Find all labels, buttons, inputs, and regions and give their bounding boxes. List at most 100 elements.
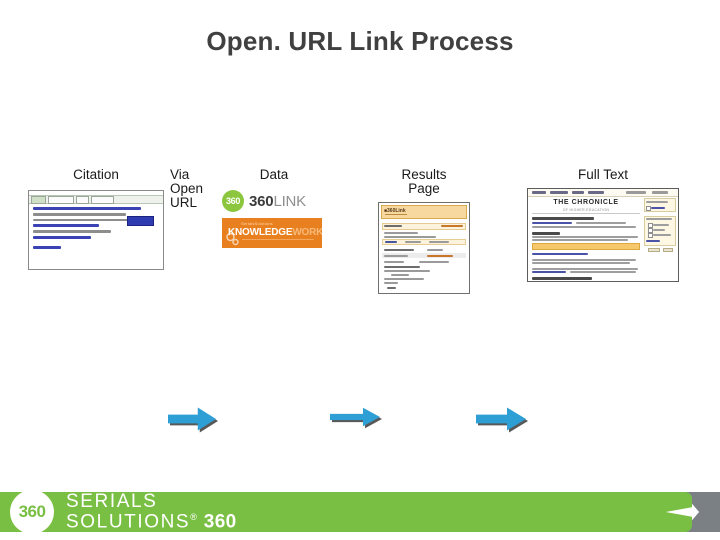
flow-step-data: Data 360 360LINK SerialsSolutions KNOWLE… bbox=[222, 167, 326, 249]
results-text-line bbox=[384, 270, 430, 273]
arrow-body bbox=[330, 407, 380, 427]
full-text-sidebar-checkbox[interactable] bbox=[648, 233, 653, 239]
gears-icon bbox=[226, 232, 239, 246]
citation-link-line bbox=[33, 224, 99, 228]
results-text-line bbox=[427, 249, 443, 252]
full-text-sidebar-checkbox[interactable] bbox=[648, 228, 653, 234]
full-text-sidebar bbox=[644, 198, 676, 255]
footer-brand-bar: 360 SERIALS SOLUTIONS® 360 bbox=[0, 484, 720, 540]
citation-body bbox=[33, 207, 159, 252]
data-logo-group: 360 360LINK SerialsSolutions KNOWLEDGEWO… bbox=[222, 190, 326, 249]
citation-toolbar-tab bbox=[31, 195, 46, 204]
results-text-line bbox=[387, 287, 396, 290]
citation-toolbar-tab bbox=[91, 195, 114, 204]
flow-arrow-results-to-fulltext bbox=[476, 406, 528, 433]
full-text-sidebar-checkbox[interactable] bbox=[648, 223, 653, 229]
knowledgeworks-wordmark: KNOWLEDGEWORKS bbox=[228, 227, 322, 238]
page-title: Open. URL Link Process bbox=[206, 26, 514, 56]
registered-mark-icon: ® bbox=[190, 511, 197, 522]
full-text-sidebar-line bbox=[653, 234, 671, 237]
arrow-body bbox=[168, 407, 216, 431]
full-text-sidebar-button[interactable] bbox=[663, 248, 673, 253]
knowledgeworks-word-bold: KNOWLEDGE bbox=[228, 227, 293, 239]
citation-link-line bbox=[33, 207, 142, 211]
full-text-sidebar-line bbox=[653, 224, 669, 227]
results-text-line bbox=[427, 254, 453, 257]
flow-step-results-page: Results Page ■360Link bbox=[378, 167, 470, 295]
results-page-screenshot-thumbnail[interactable]: ■360Link bbox=[378, 202, 470, 295]
citation-screenshot-thumbnail[interactable] bbox=[28, 190, 164, 271]
results-text-line bbox=[384, 232, 418, 235]
citation-text-line bbox=[33, 230, 112, 233]
results-text-line bbox=[419, 261, 449, 264]
full-text-screenshot-thumbnail[interactable]: THE CHRONICLE OF HIGHER EDUCATION bbox=[527, 188, 679, 283]
full-text-sidebar-link bbox=[646, 240, 660, 243]
full-text-divider bbox=[532, 213, 640, 215]
flow-step-full-text-label: Full Text bbox=[577, 167, 629, 182]
citation-toolbar-tab bbox=[48, 195, 74, 204]
full-text-nav-item bbox=[572, 191, 584, 195]
full-text-body-line bbox=[570, 271, 636, 274]
results-page-logo-underline bbox=[385, 214, 407, 216]
via-openurl-line-3: URL bbox=[170, 195, 198, 211]
footer-360-suffix: 360 bbox=[203, 511, 237, 533]
full-text-nav-item bbox=[626, 191, 646, 195]
full-text-masthead-subtitle: OF HIGHER EDUCATION bbox=[562, 208, 610, 213]
results-link-line bbox=[385, 241, 397, 244]
full-text-body-line bbox=[532, 259, 636, 262]
full-text-body-line bbox=[576, 222, 626, 225]
footer-wordmark-line-2: SOLUTIONS® 360 bbox=[66, 510, 237, 533]
flow-step-via-openurl-label: Via Open URL bbox=[170, 167, 220, 211]
full-text-link-line bbox=[532, 253, 588, 256]
knowledgeworks-banner[interactable]: SerialsSolutions KNOWLEDGEWORKS bbox=[222, 218, 322, 249]
results-row-shade bbox=[382, 253, 466, 259]
full-text-sidebar-button[interactable] bbox=[648, 248, 660, 253]
results-page-header-bar: ■360Link bbox=[381, 205, 467, 220]
360-circle-icon: 360 bbox=[10, 490, 54, 534]
full-text-sidebar-link bbox=[651, 207, 665, 210]
citation-text-line bbox=[33, 213, 127, 216]
full-text-nav-bar bbox=[528, 189, 678, 198]
full-text-nav-item bbox=[550, 191, 568, 195]
flow-step-full-text: Full Text THE CHRONICLE OF HIGHER EDUCAT… bbox=[527, 167, 679, 283]
results-text-line bbox=[384, 266, 420, 269]
results-text-line bbox=[391, 274, 409, 277]
results-page-logo: ■360Link bbox=[384, 208, 406, 215]
full-text-section-heading bbox=[532, 232, 560, 235]
via-openurl-line-2: Open bbox=[170, 181, 204, 197]
flow-step-data-label: Data bbox=[259, 167, 289, 182]
results-text-line bbox=[384, 282, 398, 285]
360-link-wordmark-bold: 360 bbox=[249, 192, 274, 210]
results-text-line bbox=[384, 236, 436, 239]
full-text-body-line bbox=[532, 236, 638, 239]
citation-link-line bbox=[33, 235, 91, 239]
via-openurl-line-1: Via bbox=[170, 167, 190, 182]
results-text-line bbox=[405, 241, 421, 244]
full-text-sidebar-line bbox=[653, 229, 665, 232]
citation-text-line bbox=[33, 218, 134, 222]
footer-solutions-text: SOLUTIONS bbox=[66, 511, 191, 533]
360-link-wordmark-light: LINK bbox=[273, 192, 306, 210]
full-text-body-line bbox=[532, 268, 638, 271]
results-citation-band bbox=[382, 223, 466, 231]
full-text-body-line bbox=[532, 226, 636, 229]
results-text-line bbox=[384, 278, 424, 281]
results-text-line bbox=[384, 249, 414, 252]
full-text-sidebar-line bbox=[646, 218, 672, 221]
full-text-link-line bbox=[532, 222, 572, 225]
360-link-wordmark: 360LINK bbox=[249, 193, 306, 210]
citation-openurl-button[interactable] bbox=[127, 216, 154, 227]
knowledgeworks-underline bbox=[242, 239, 314, 241]
results-text-line bbox=[384, 261, 404, 264]
full-text-sidebar-line bbox=[646, 201, 668, 204]
full-text-nav-item bbox=[588, 191, 604, 195]
flow-step-citation-label: Citation bbox=[73, 167, 119, 182]
360-link-logo: 360 360LINK bbox=[222, 190, 326, 213]
footer-wordmark-line-1: SERIALS bbox=[66, 491, 158, 513]
full-text-nav-item bbox=[532, 191, 546, 195]
flow-step-citation: Citation bbox=[28, 167, 164, 271]
arrow-body bbox=[476, 407, 526, 431]
results-page-line-1: Results bbox=[401, 167, 447, 182]
full-text-sidebar-checkbox[interactable] bbox=[646, 206, 651, 212]
serials-solutions-logo: 360 SERIALS SOLUTIONS® 360 bbox=[10, 486, 237, 538]
